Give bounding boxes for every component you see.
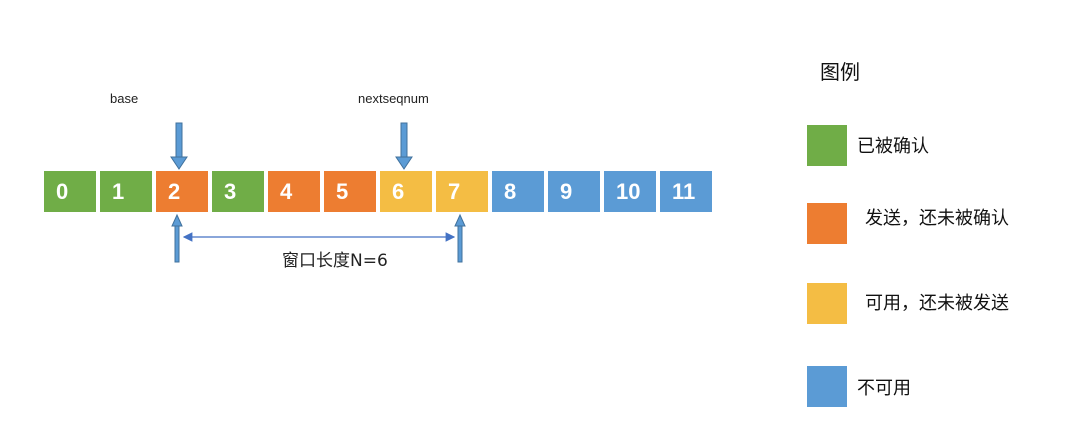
nextseqnum-label: nextseqnum xyxy=(358,91,429,106)
seq-cell-9: 9 xyxy=(548,171,602,212)
base-label: base xyxy=(110,91,139,106)
seq-cell-11: 11 xyxy=(660,171,714,212)
base-pointer-arrow xyxy=(170,122,188,170)
nextseqnum-pointer-arrow xyxy=(395,122,413,170)
seq-cell-10: 10 xyxy=(604,171,658,212)
seq-cell-7: 7 xyxy=(436,171,490,212)
seq-cell-1: 1 xyxy=(100,171,154,212)
window-length-label: 窗口长度N=6 xyxy=(280,246,390,271)
legend-label-acknowledged: 已被确认 xyxy=(857,136,929,157)
seq-cell-8: 8 xyxy=(492,171,546,212)
window-end-marker xyxy=(454,213,466,263)
legend-label-sent-unacked: 发送，还未被确认 xyxy=(865,208,1009,229)
seq-cell-0: 0 xyxy=(44,171,98,212)
legend-swatch-sent-unacked xyxy=(807,203,847,244)
window-start-marker xyxy=(171,213,183,263)
legend-label-usable-unsent: 可用，还未被发送 xyxy=(865,293,1009,314)
legend-swatch-usable-unsent xyxy=(807,283,847,324)
seq-cell-2: 2 xyxy=(156,171,210,212)
legend-swatch-acknowledged xyxy=(807,125,847,166)
seq-cell-5: 5 xyxy=(324,171,378,212)
seq-cell-6: 6 xyxy=(380,171,434,212)
legend-swatch-unusable xyxy=(807,366,847,407)
seq-cell-3: 3 xyxy=(212,171,266,212)
seq-cell-4: 4 xyxy=(268,171,322,212)
legend-label-unusable: 不可用 xyxy=(857,378,911,399)
legend-title: 图例 xyxy=(820,60,860,84)
